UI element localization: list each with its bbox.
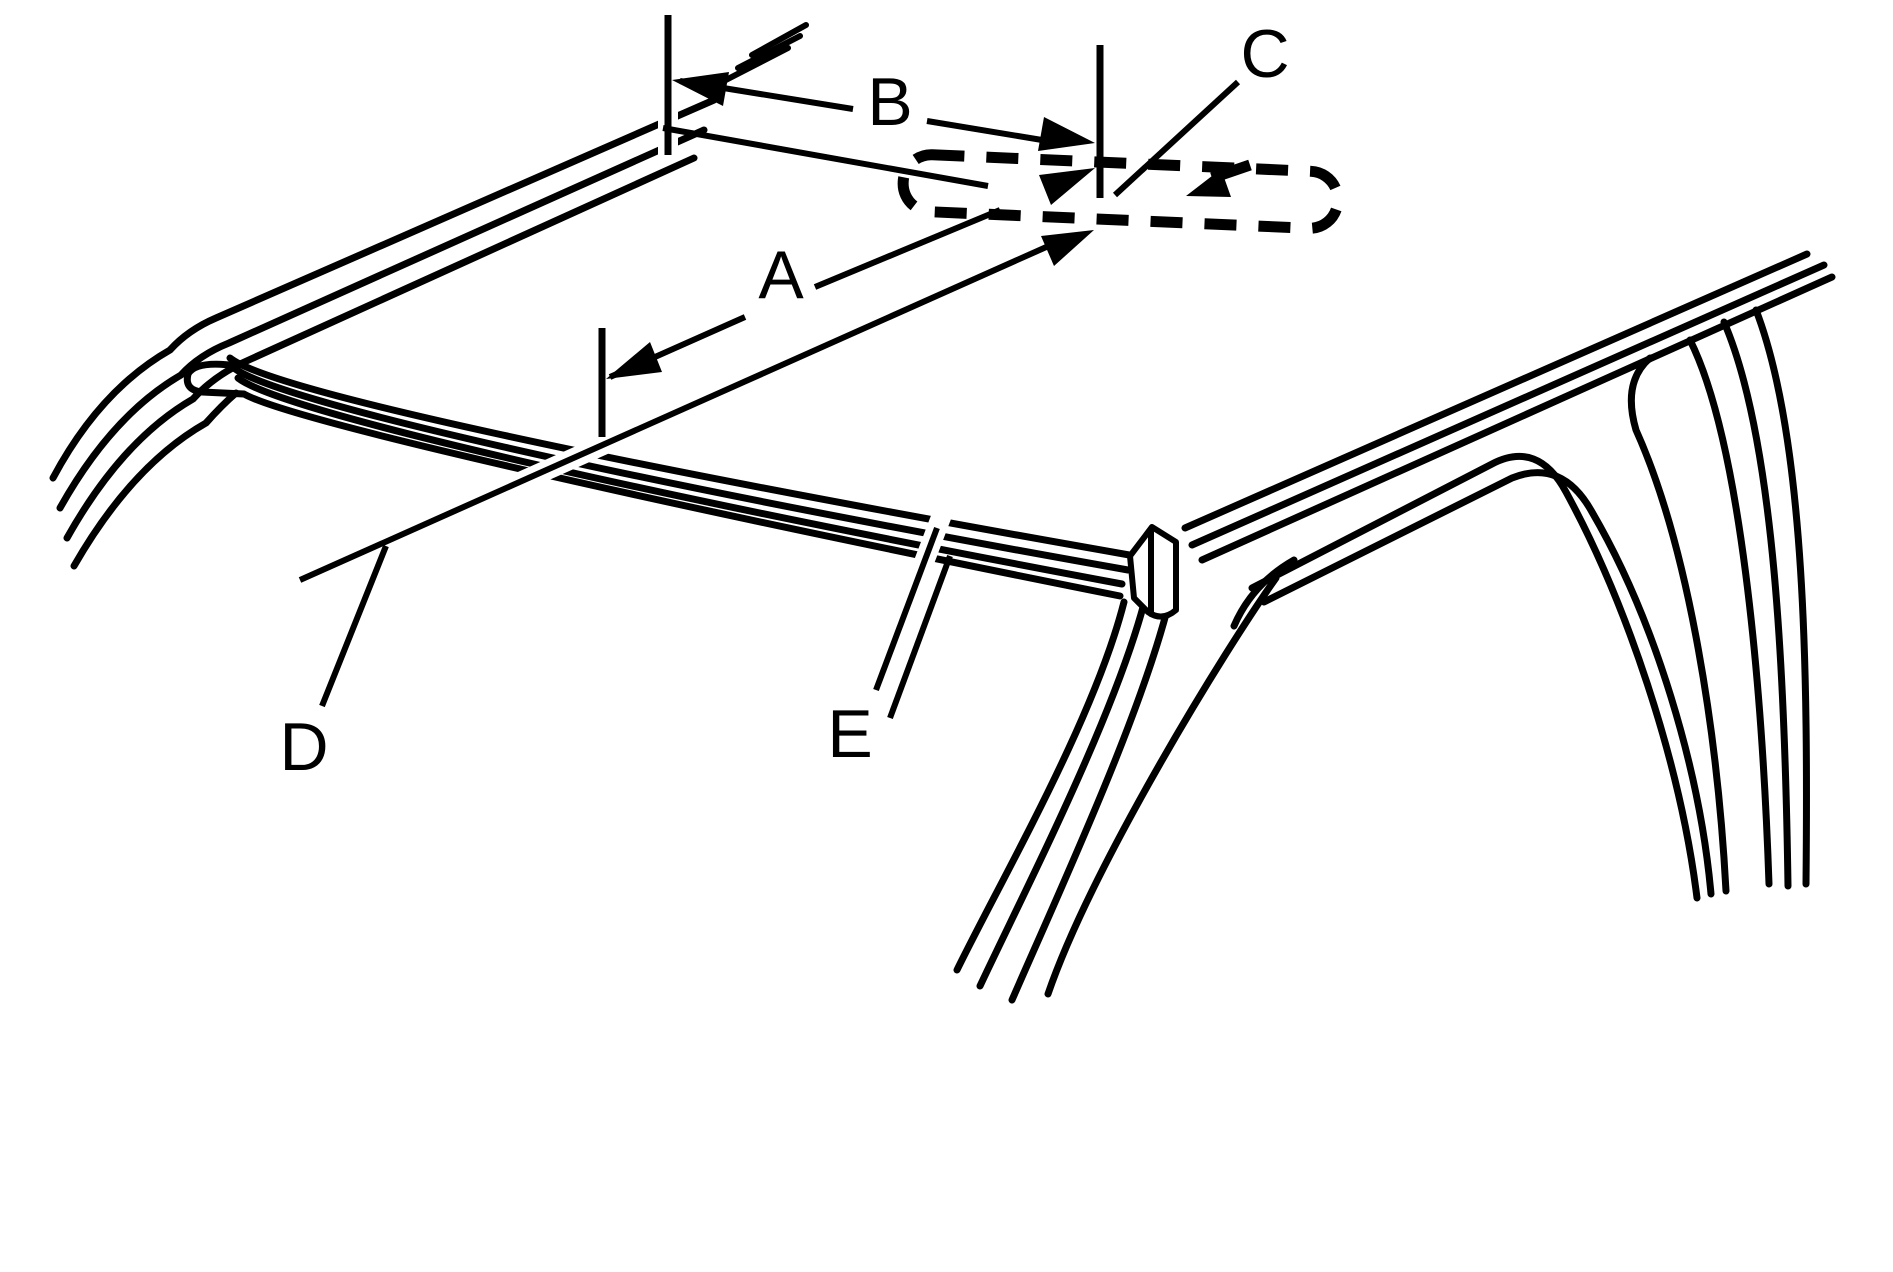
c-pillar — [1248, 306, 1810, 902]
b-pillar-line-2 — [976, 592, 1150, 990]
leader-c — [1112, 79, 1241, 198]
label-c: C — [1240, 16, 1289, 92]
dimension-a-line-right — [813, 207, 1002, 290]
roof-edge-reference-line — [662, 125, 989, 189]
leader-e-rear — [887, 554, 953, 720]
c-pillar-line-6 — [1752, 306, 1810, 888]
arrowhead-b-right — [1038, 117, 1095, 151]
label-d: D — [279, 709, 328, 785]
b-pillar-line-1 — [953, 598, 1128, 974]
label-a: A — [758, 237, 804, 313]
label-e: E — [827, 696, 872, 772]
rear-rail-line-2 — [1188, 261, 1828, 549]
left-roof-rail — [183, 354, 1139, 600]
a-pillar-middle-line — [56, 126, 708, 512]
c-pillar-line-4 — [1686, 336, 1773, 888]
c-pillar-line-5 — [1720, 318, 1792, 890]
c-pillar-line-3 — [1627, 354, 1730, 895]
c-pillar-line-1 — [1248, 453, 1701, 902]
c-pillar-line-2 — [1260, 469, 1715, 898]
windshield-header-and-a-pillar — [49, 96, 718, 570]
arrowhead-a-left — [606, 342, 662, 379]
arrowhead-reference-line — [1041, 230, 1094, 266]
arrowhead-a-right — [1039, 168, 1095, 205]
b-pillar — [953, 556, 1298, 1004]
arrowhead-b-left — [672, 72, 729, 106]
label-b: B — [867, 64, 912, 140]
rear-rail-line-1 — [1181, 250, 1811, 532]
rail-bracket — [1127, 524, 1179, 620]
reference-line-d — [298, 237, 1064, 583]
line-break-casings — [425, 10, 953, 656]
break-mark-1 — [719, 45, 791, 85]
b-pillar-line-3 — [1008, 586, 1176, 1004]
dashed-racetrack — [897, 149, 1344, 234]
leader-d — [319, 544, 389, 708]
rail-line-4-with-corner-fold — [183, 360, 1124, 600]
rail-line-3 — [234, 374, 1126, 588]
leader-e-front — [873, 526, 940, 692]
a-pillar-outer-line — [49, 96, 718, 482]
labels: B A C D E — [279, 16, 1289, 785]
rail-line-1 — [226, 354, 1139, 560]
a-pillar-inner-line — [63, 154, 698, 542]
dimension-b-line-right — [926, 118, 1043, 143]
break-marks — [719, 22, 809, 85]
arrowheads — [606, 72, 1231, 379]
arrowhead-dashed-tail — [1186, 169, 1231, 197]
a-pillar-fourth-line — [70, 389, 240, 570]
rail-line-2 — [230, 364, 1132, 574]
break-mark-2 — [735, 33, 803, 71]
break-mark-3 — [749, 22, 809, 58]
b-pillar-line-4 — [1044, 574, 1280, 998]
